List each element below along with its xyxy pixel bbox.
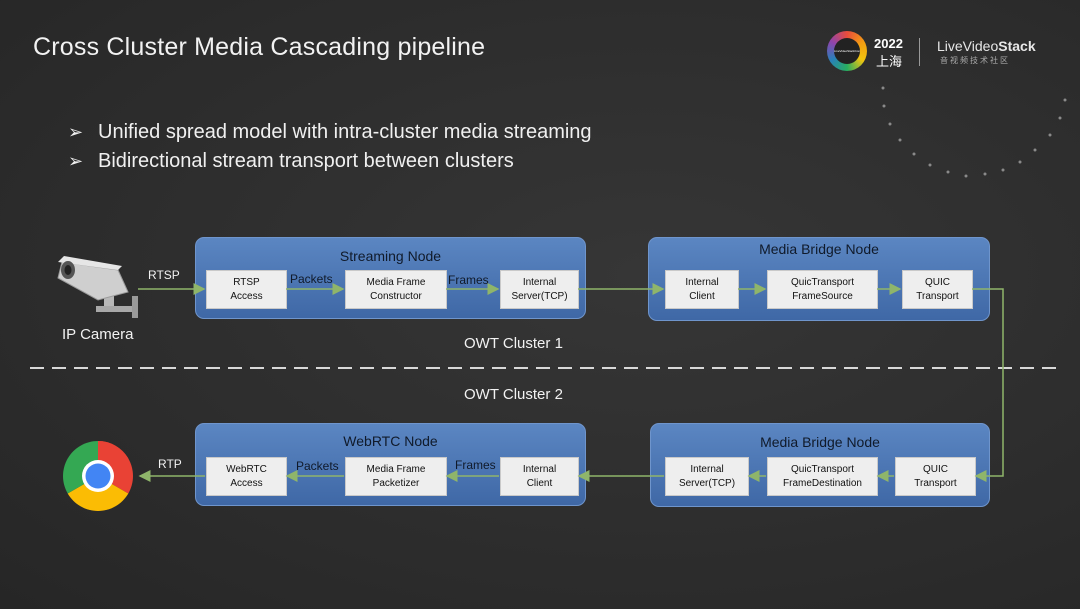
brand-name-a: LiveVideo: [937, 38, 999, 54]
rtp-edge-label: RTP: [158, 457, 182, 471]
logo-separator: [919, 38, 920, 66]
brand-name-b: Stack: [998, 38, 1036, 54]
packets-edge-label-2: Packets: [296, 459, 339, 473]
cluster-1-label: OWT Cluster 1: [464, 335, 563, 352]
bullet-text: Unified spread model with intra-cluster …: [98, 121, 592, 143]
bullet-item: ➢ Bidirectional stream transport between …: [68, 147, 592, 176]
bullet-list: ➢ Unified spread model with intra-cluster…: [68, 118, 592, 176]
decorative-dots: [881, 86, 1067, 178]
internal-client-box: Internal Client: [665, 270, 739, 309]
cluster-2-label: OWT Cluster 2: [464, 386, 563, 403]
packets-edge-label-1: Packets: [290, 272, 333, 286]
chrome-icon: [63, 441, 133, 511]
bullet-text: Bidirectional stream transport between c…: [98, 150, 514, 172]
bullet-item: ➢ Unified spread model with intra-cluster…: [68, 118, 592, 147]
bridge-node-2-title: Media Bridge Node: [760, 434, 880, 450]
brand-name: LiveVideoStack: [937, 38, 1036, 54]
internal-server-box: Internal Server(TCP): [500, 270, 579, 309]
streaming-node-title: Streaming Node: [339, 248, 442, 264]
quic-transport-2-box: QUIC Transport: [895, 457, 976, 496]
webrtc-access-box: WebRTC Access: [206, 457, 287, 496]
frames-edge-label-2: Frames: [455, 458, 496, 472]
bridge-node-1-title: Media Bridge Node: [759, 241, 879, 257]
page-title: Cross Cluster Media Cascading pipeline: [33, 33, 486, 61]
logo-badge-text: LiveVideoStackCon: [834, 38, 860, 64]
logo-year: 2022: [874, 36, 903, 51]
bullet-arrow-icon: ➢: [68, 151, 84, 171]
brand-subtitle: 音视频技术社区: [940, 56, 1010, 65]
frames-edge-label-1: Frames: [448, 273, 489, 287]
internal-server-2-box: Internal Server(TCP): [665, 457, 749, 496]
arrow-cross-cluster: [972, 288, 1004, 482]
bullet-arrow-icon: ➢: [68, 122, 84, 142]
webrtc-node-title: WebRTC Node: [343, 433, 438, 449]
ip-camera-label: IP Camera: [62, 326, 134, 343]
rtsp-access-box: RTSP Access: [206, 270, 287, 309]
ip-camera-icon: [57, 256, 138, 318]
quic-frame-destination-box: QuicTransport FrameDestination: [767, 457, 878, 496]
rtsp-edge-label: RTSP: [148, 268, 180, 282]
internal-client-2-box: Internal Client: [500, 457, 579, 496]
quic-frame-source-box: QuicTransport FrameSource: [767, 270, 878, 309]
logo-city: 上海: [876, 54, 903, 69]
conference-logo-icon: LiveVideoStackCon: [827, 31, 867, 71]
